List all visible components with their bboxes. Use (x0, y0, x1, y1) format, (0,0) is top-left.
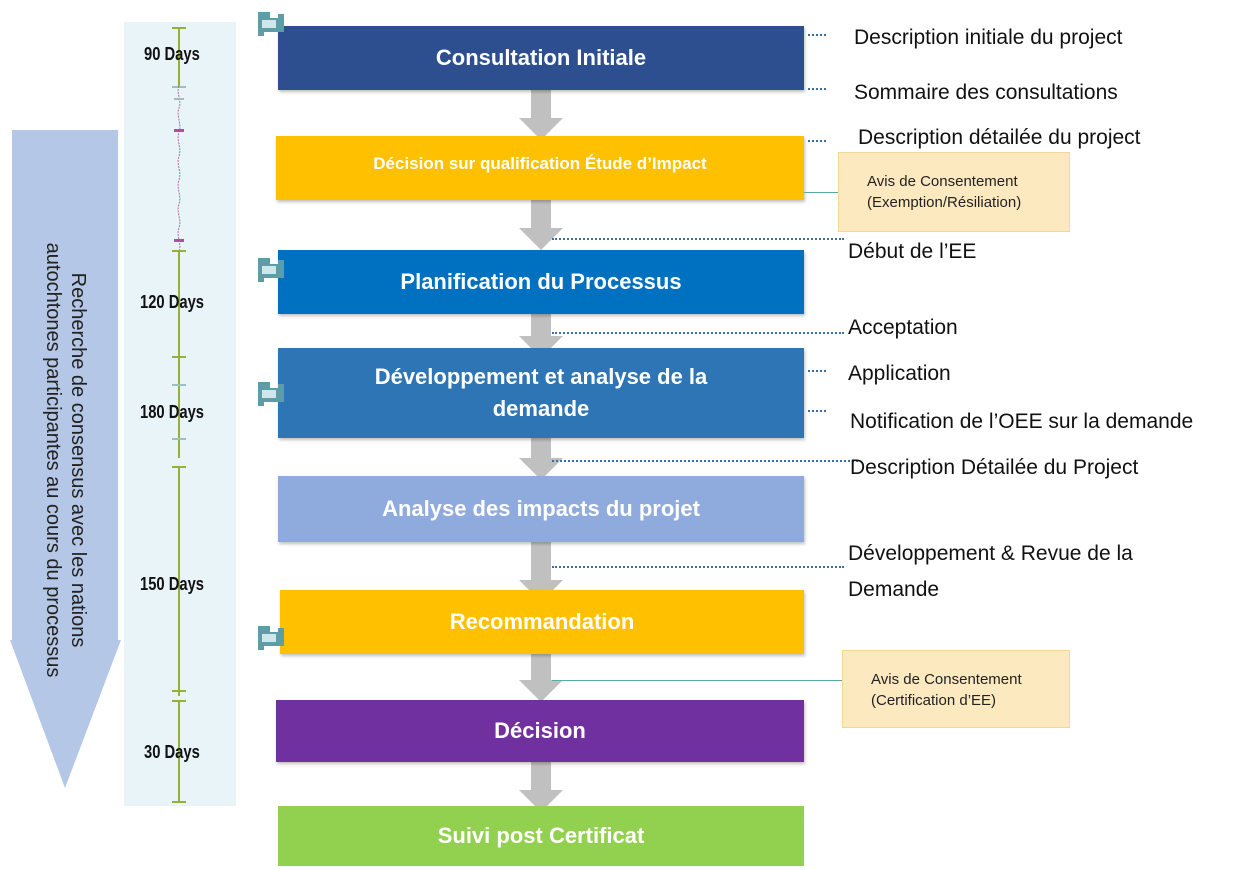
timeline-tick (172, 27, 186, 29)
flow-arrow-head (519, 458, 563, 480)
note-line1: Avis de Consentement (871, 671, 1022, 688)
consensus-text-line2: autochtones participantes au cours du pr… (42, 242, 64, 678)
day-label-120: 120 Days (140, 292, 205, 312)
leader-line (808, 370, 826, 372)
note-certification: Avis de Consentement (Certification d’EE… (842, 650, 1070, 728)
timeline-tick (172, 356, 186, 358)
timeline-line-1 (178, 28, 180, 88)
stage-suivi-post-certificat: Suivi post Certificat (278, 806, 804, 866)
stage-consultation-initiale: Consultation Initiale (278, 26, 804, 90)
day-label-180: 180 Days (140, 402, 205, 422)
timeline-tick (172, 466, 186, 468)
stage-label: Décision sur qualification Étude d’Impac… (373, 154, 707, 173)
note-connector (552, 680, 844, 681)
flow-arrow (531, 542, 551, 582)
note-exemption: Avis de Consentement (Exemption/Résiliat… (838, 152, 1070, 232)
leader-line (808, 140, 826, 142)
timeline-tick (172, 700, 186, 702)
label-description-detailee-project: Description Détailée du Project (850, 456, 1139, 479)
timeline-line-5 (178, 466, 180, 696)
stage-decision-qualification: Décision sur qualification Étude d’Impac… (276, 136, 804, 200)
flow-arrow-head (519, 228, 563, 250)
timeline-tick (172, 384, 186, 386)
stage-label: Recommandation (449, 609, 635, 634)
flow-arrow-head (519, 118, 563, 140)
note-connector (804, 192, 840, 193)
timeline-tick (172, 690, 186, 692)
stage-label-line2: demande (492, 396, 590, 421)
note-line1: Avis de Consentement (867, 173, 1018, 190)
flow-arrow (531, 438, 551, 460)
stage-label: Consultation Initiale (435, 45, 647, 70)
flag-icon (258, 258, 284, 282)
stage-label: Analyse des impacts du projet (382, 496, 700, 521)
flow-arrow (531, 762, 551, 792)
stage-label: Décision (494, 718, 586, 743)
leader-line (808, 88, 826, 90)
stage-label: Planification du Processus (400, 269, 682, 294)
leader-line (808, 410, 826, 412)
label-description-detailee: Description détailée du project (858, 126, 1141, 149)
note-line2: (Exemption/Résiliation) (867, 194, 1022, 211)
flow-arrow (531, 654, 551, 682)
timeline-wavy (174, 86, 184, 253)
label-developpement-revue-line2: Demande (848, 578, 940, 601)
leader-line (808, 34, 826, 36)
timeline-tick (172, 438, 186, 440)
consensus-arrow (10, 130, 121, 788)
flag-icon (258, 382, 284, 406)
timeline-line-6 (178, 700, 180, 802)
stage-developpement: Développement et analyse de la demande (278, 348, 804, 438)
timeline-tick (172, 250, 186, 252)
flow-arrow (531, 312, 551, 338)
stage-decision: Décision (276, 700, 804, 762)
consensus-text-line1: Recherche de consensus avec les nations (67, 272, 89, 648)
day-label-90: 90 Days (144, 44, 200, 64)
note-line2: (Certification d’EE) (871, 692, 997, 709)
leader-line (552, 460, 858, 462)
stage-recommandation: Recommandation (280, 590, 804, 654)
label-debut-ee: Début de l’EE (848, 240, 977, 263)
label-sommaire-consultations: Sommaire des consultations (854, 81, 1118, 104)
stage-label-line1: Développement et analyse de la (374, 364, 708, 390)
day-label-150: 150 Days (140, 574, 205, 594)
leader-line (552, 332, 844, 334)
timeline-tick (172, 801, 186, 803)
stage-analyse-impacts: Analyse des impacts du projet (278, 476, 804, 542)
label-application: Application (848, 362, 951, 385)
label-developpement-revue-line1: Développement & Revue de la (848, 542, 1133, 565)
flow-arrow-head (519, 680, 563, 702)
stage-planification: Planification du Processus (278, 250, 804, 314)
leader-line (552, 566, 844, 568)
timeline-line-3 (178, 358, 180, 386)
flag-icon (258, 12, 284, 36)
leader-line (552, 238, 844, 240)
flag-icon (258, 626, 284, 650)
label-acceptation: Acceptation (848, 316, 958, 339)
stage-label: Suivi post Certificat (437, 823, 645, 848)
label-description-initiale: Description initiale du project (854, 26, 1123, 49)
label-notification-oee: Notification de l’OEE sur la demande (850, 410, 1194, 433)
timeline-line-2 (178, 250, 180, 358)
flow-arrow (531, 200, 551, 230)
day-label-30: 30 Days (144, 742, 200, 762)
timeline-line-4 (178, 386, 180, 458)
flow-arrow (531, 90, 551, 120)
